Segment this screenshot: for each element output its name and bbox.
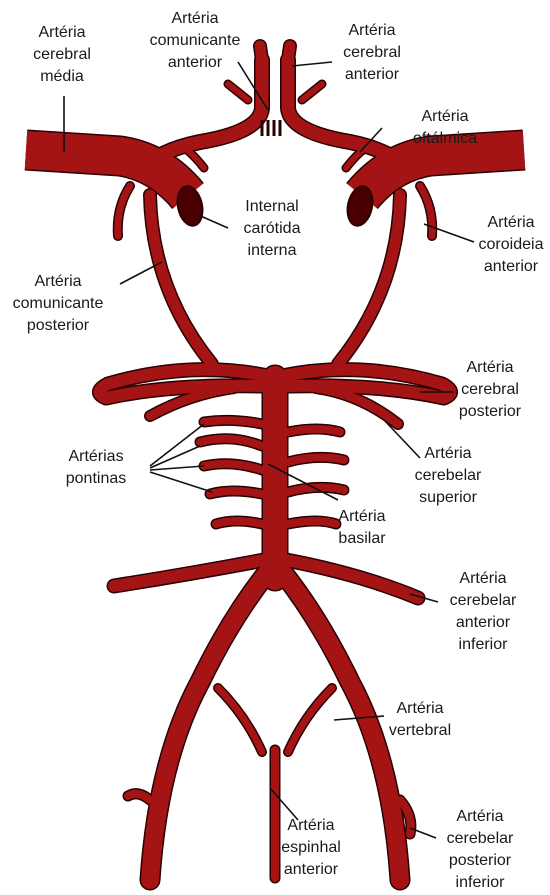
- label-vertebral: Artéria vertebral: [389, 698, 451, 742]
- label-cerebelar-anterior-inferior: Artéria cerebelar anterior inferior: [450, 568, 517, 656]
- aca-right-top: [288, 46, 290, 60]
- label-cerebral-anterior: Artéria cerebral anterior: [343, 20, 401, 86]
- pontine-left-4: [210, 491, 262, 494]
- label-carotida: Internal carótida interna: [244, 196, 301, 262]
- pontine-right-1: [288, 429, 340, 432]
- acoa-stripe-3: [273, 120, 276, 136]
- label-pontinas: Artérias pontinas: [66, 446, 127, 490]
- acoa-stripe-1: [261, 120, 264, 136]
- label-comunicante-anterior: Artéria comunicante anterior: [150, 8, 241, 74]
- aca-left: [140, 60, 262, 170]
- aica-left: [114, 560, 264, 586]
- pcom-left: [150, 195, 212, 364]
- pontine-right-4: [288, 521, 336, 524]
- label-basilar: Artéria basilar: [338, 506, 385, 550]
- label-cerebelar-posterior-inferior: Artéria cerebelar posterior inferior: [447, 806, 514, 894]
- acoa-stripe-4: [279, 120, 282, 136]
- pontine-left-1: [204, 420, 262, 424]
- label-cerebelar-superior: Artéria cerebelar superior: [415, 443, 482, 509]
- pontine-left-5: [216, 521, 262, 524]
- label-comunicante-posterior: Artéria comunicante posterior: [13, 271, 104, 337]
- label-coroideia: Artéria coroideia anterior: [479, 212, 544, 278]
- pontine-right-2: [288, 457, 344, 462]
- leader-pontinas-3: [150, 466, 204, 470]
- leader-pontinas-4: [150, 472, 212, 492]
- label-cerebral-media: Artéria cerebral média: [33, 22, 91, 88]
- acoa-stripe-2: [267, 120, 270, 136]
- leader-cerebral-anterior: [292, 62, 332, 66]
- label-espinhal-anterior: Artéria espinhal anterior: [281, 815, 341, 881]
- label-cerebral-posterior: Artéria cerebral posterior: [459, 357, 521, 423]
- pcom-right: [338, 195, 400, 364]
- aca-left-top: [260, 46, 262, 60]
- leader-pontinas-2: [150, 446, 200, 468]
- label-oftalmica: Artéria oftálmica: [393, 106, 498, 150]
